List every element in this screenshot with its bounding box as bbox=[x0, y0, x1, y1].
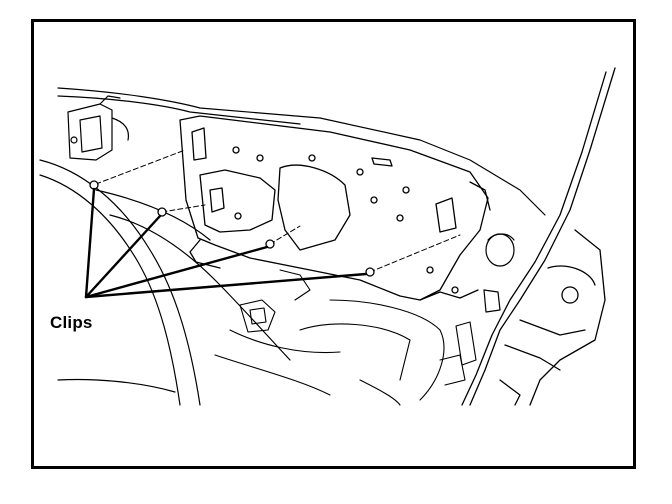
diagram-frame bbox=[31, 19, 636, 469]
splash-panel bbox=[179, 115, 491, 301]
clip-leader-dashes bbox=[95, 149, 461, 273]
clip-3 bbox=[265, 239, 275, 249]
clip-1 bbox=[89, 180, 99, 190]
hood-hinge-bracket bbox=[67, 95, 130, 161]
cowl-edge bbox=[57, 87, 546, 216]
callout-leaders bbox=[84, 187, 368, 299]
right-pillar bbox=[461, 67, 616, 406]
clip-2 bbox=[157, 207, 167, 217]
clip-markers bbox=[89, 180, 375, 277]
clips-label: Clips bbox=[50, 313, 93, 332]
fluid-reservoir bbox=[483, 233, 515, 313]
clip-4 bbox=[365, 267, 375, 277]
lower-components bbox=[214, 269, 477, 406]
